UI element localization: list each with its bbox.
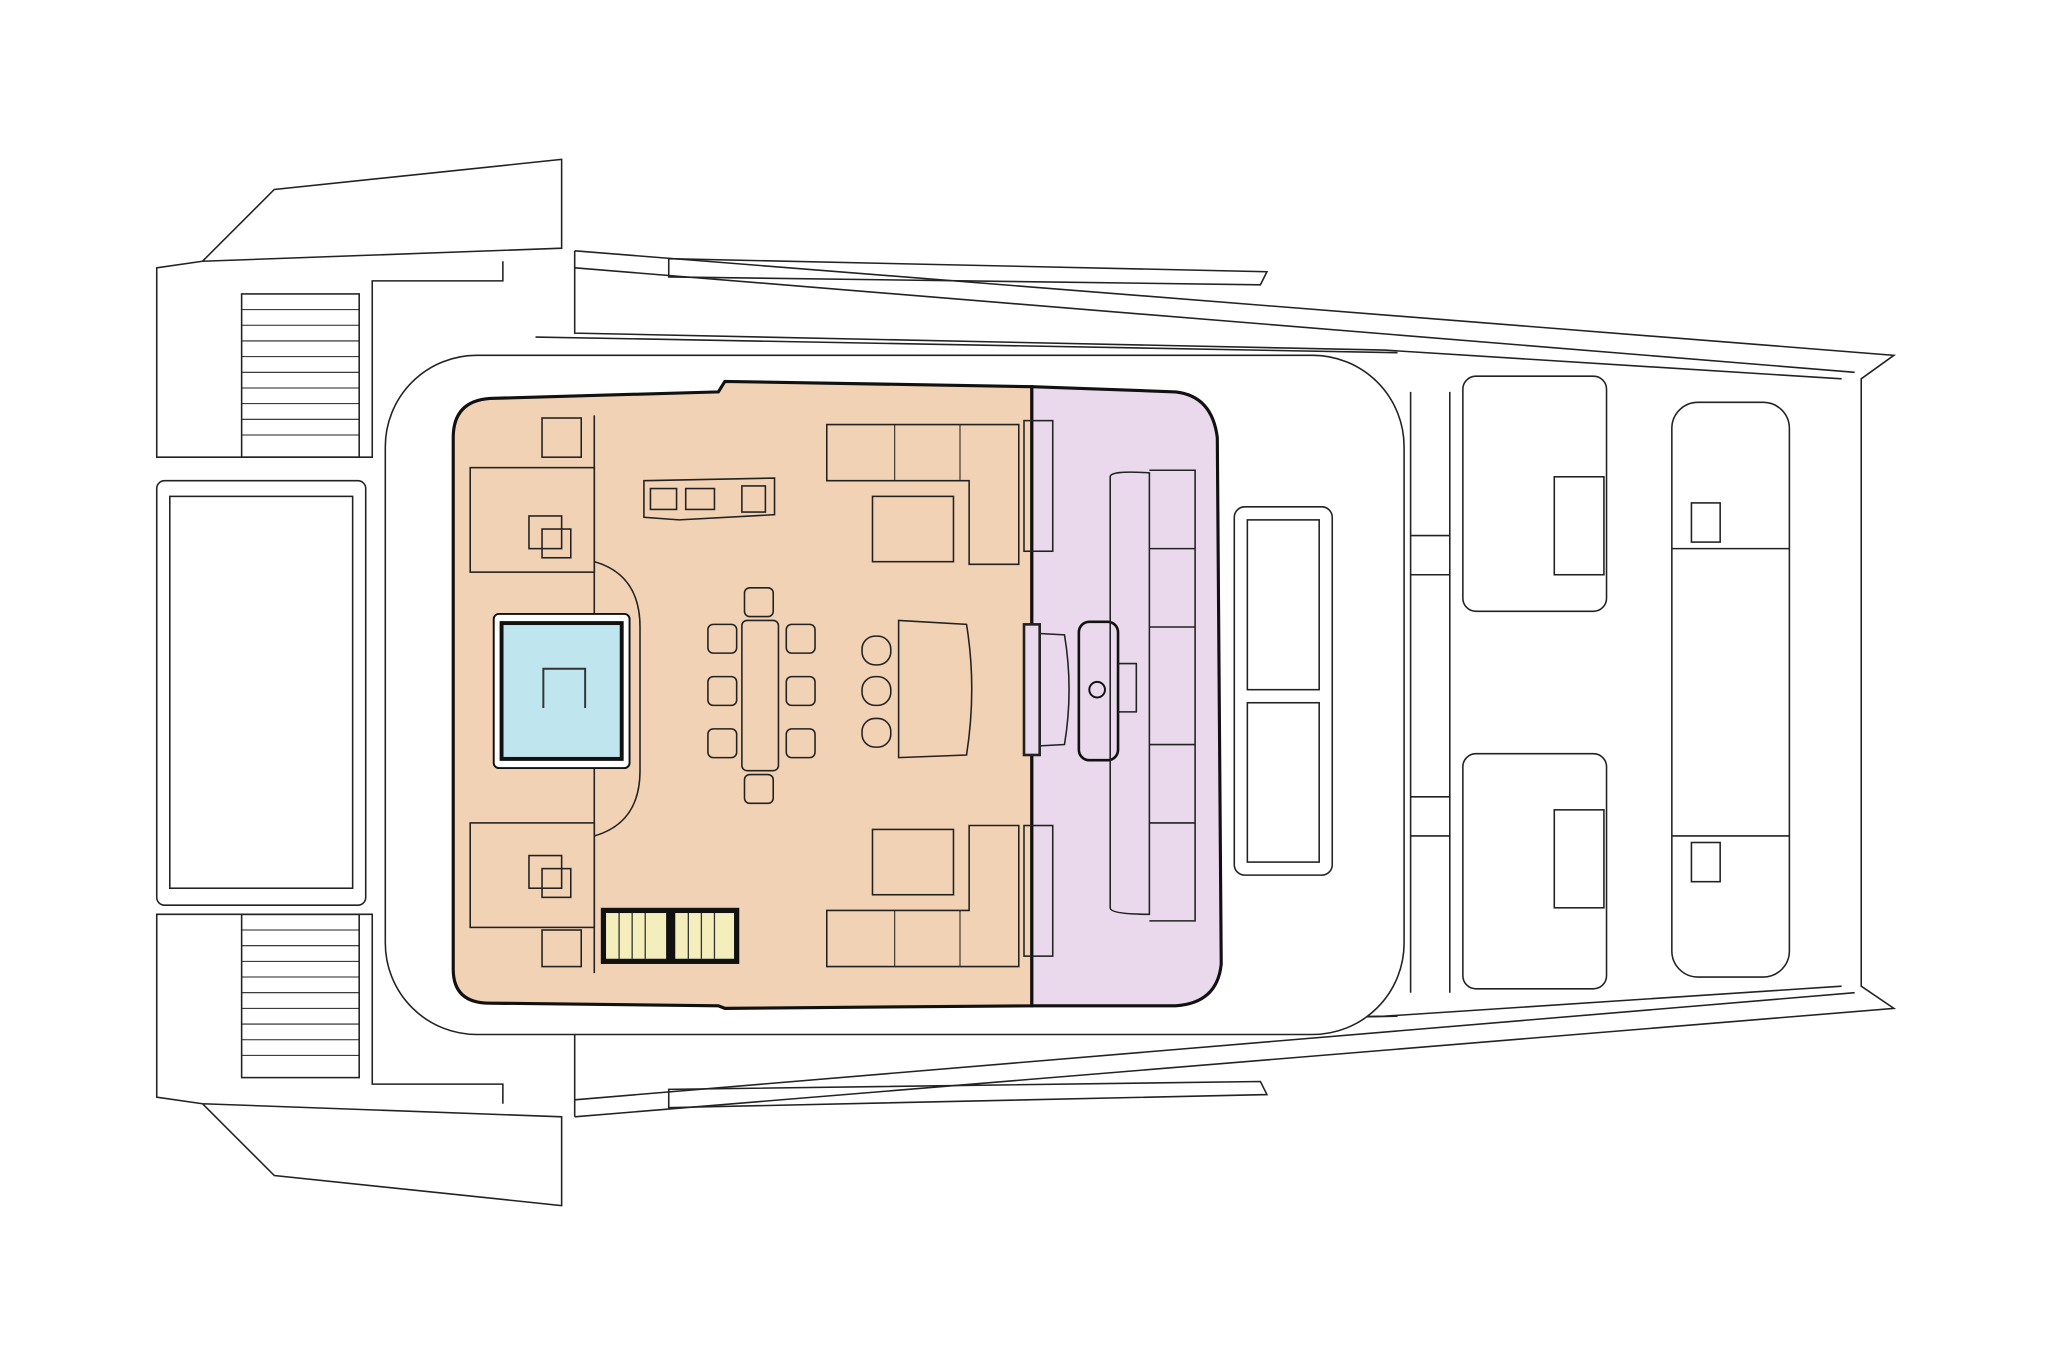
bar-counter — [643, 477, 776, 521]
foredeck — [1233, 375, 1791, 993]
stern-steps-top — [240, 293, 360, 458]
lounge-sofa-bottom — [825, 824, 1020, 968]
stern-platforms — [155, 158, 563, 1207]
dining-table — [707, 587, 816, 805]
pool — [492, 612, 631, 770]
sunbeds — [600, 907, 740, 964]
helm-station — [1022, 419, 1196, 957]
stern-steps-bottom — [240, 913, 360, 1079]
lounge-sofa-top — [825, 423, 1020, 566]
helm-zone — [1030, 385, 1223, 1008]
stools — [861, 619, 973, 759]
